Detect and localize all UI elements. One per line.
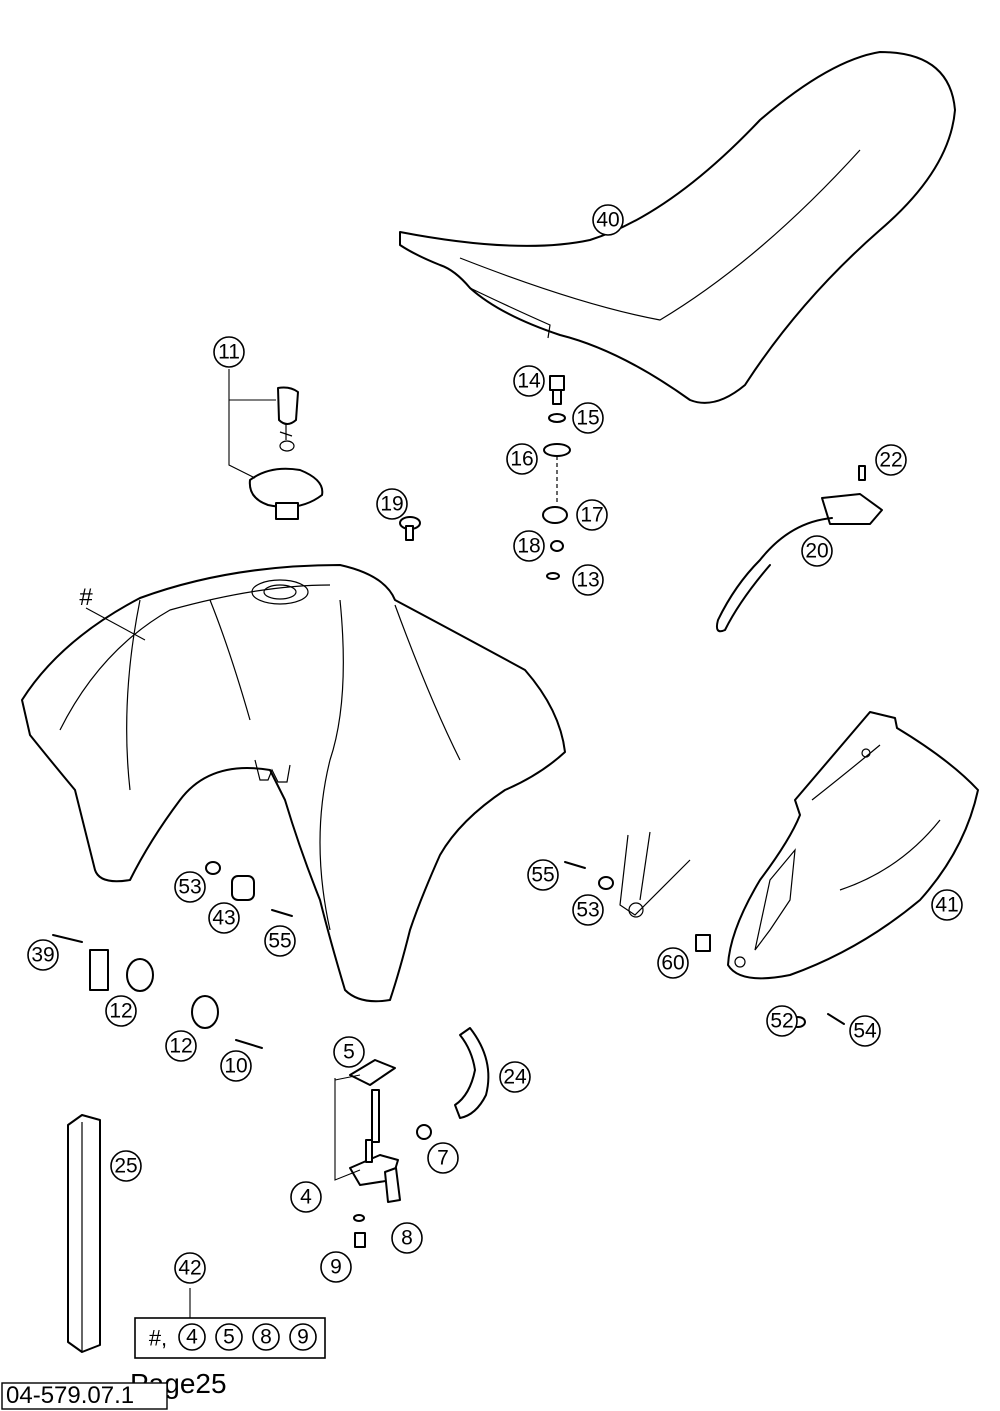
callout-17: 17 bbox=[576, 499, 608, 531]
callout-19: 19 bbox=[376, 488, 408, 520]
callout-25: 25 bbox=[110, 1150, 142, 1182]
callout-11: 11 bbox=[213, 336, 245, 368]
callout-5-label: 5 bbox=[343, 1041, 355, 1064]
drawing-number: 04-579.07.1 bbox=[6, 1382, 134, 1409]
callout-10: 10 bbox=[220, 1050, 252, 1082]
callout-40: 40 bbox=[592, 204, 624, 236]
callout-25-label: 25 bbox=[114, 1155, 137, 1178]
callout-19-label: 19 bbox=[380, 493, 403, 516]
callout-12-upper-label: 12 bbox=[109, 1000, 132, 1023]
callout-8-label: 8 bbox=[401, 1227, 413, 1250]
small-parts bbox=[52, 861, 845, 1049]
clip-part bbox=[399, 516, 421, 541]
callout-17-label: 17 bbox=[580, 504, 603, 527]
kit-item-8: 8 bbox=[252, 1323, 280, 1351]
rubber-strip-part bbox=[67, 1114, 101, 1353]
callout-53-left: 53 bbox=[174, 871, 206, 903]
callout-18-label: 18 bbox=[517, 535, 540, 558]
callout-41: 41 bbox=[931, 889, 963, 921]
callout-60-label: 60 bbox=[661, 952, 684, 975]
callout-18: 18 bbox=[513, 530, 545, 562]
callout-16-label: 16 bbox=[510, 448, 533, 471]
callout-42: 42 bbox=[174, 1252, 206, 1284]
callout-13-label: 13 bbox=[576, 569, 599, 592]
callout-7-label: 7 bbox=[437, 1147, 449, 1170]
callout-55-left: 55 bbox=[264, 925, 296, 957]
callout-4-label: 4 bbox=[300, 1186, 312, 1209]
side-cover-part bbox=[727, 711, 979, 980]
callout-12-lower: 12 bbox=[165, 1030, 197, 1062]
callout-39-label: 39 bbox=[31, 944, 54, 967]
callout-53-right-label: 53 bbox=[576, 899, 599, 922]
callout-14: 14 bbox=[513, 365, 545, 397]
callout-22: 22 bbox=[875, 444, 907, 476]
callout-9: 9 bbox=[320, 1251, 352, 1283]
kit-item-4: 4 bbox=[178, 1323, 206, 1351]
callout-7: 7 bbox=[427, 1142, 459, 1174]
callout-16: 16 bbox=[506, 443, 538, 475]
callout-10-label: 10 bbox=[224, 1055, 247, 1078]
callout-15-label: 15 bbox=[576, 407, 599, 430]
callout-43: 43 bbox=[208, 902, 240, 934]
callout-4: 4 bbox=[290, 1181, 322, 1213]
callout-24: 24 bbox=[499, 1061, 531, 1093]
drawing-number-box: 04-579.07.1 bbox=[1, 1382, 168, 1410]
callout-13: 13 bbox=[572, 564, 604, 596]
callout-54-label: 54 bbox=[853, 1020, 877, 1043]
kit-item-5-label: 5 bbox=[223, 1326, 235, 1349]
callout-20-label: 20 bbox=[805, 540, 828, 563]
callout-20: 20 bbox=[801, 535, 833, 567]
tank-hash-label: # bbox=[79, 584, 93, 611]
callout-40-label: 40 bbox=[596, 209, 619, 232]
callout-55-right-label: 55 bbox=[531, 864, 554, 887]
callout-9-label: 9 bbox=[330, 1256, 342, 1279]
filler-cap-part bbox=[248, 386, 324, 520]
callout-5: 5 bbox=[333, 1036, 365, 1068]
callout-8: 8 bbox=[391, 1222, 423, 1254]
callout-53-left-label: 53 bbox=[178, 876, 201, 899]
frame-fragment-part bbox=[619, 831, 691, 918]
kit-item-4-label: 4 bbox=[186, 1326, 198, 1349]
callout-53-right: 53 bbox=[572, 894, 604, 926]
callout-14-label: 14 bbox=[517, 370, 541, 393]
callout-24-label: 24 bbox=[503, 1066, 527, 1089]
kit-prefix: #, bbox=[149, 1326, 167, 1351]
callout-60: 60 bbox=[657, 947, 689, 979]
callout-52-label: 52 bbox=[770, 1010, 793, 1033]
callout-55-right: 55 bbox=[527, 859, 559, 891]
kit-item-8-label: 8 bbox=[260, 1326, 272, 1349]
callout-12-lower-label: 12 bbox=[169, 1035, 192, 1058]
kit-item-9: 9 bbox=[289, 1323, 317, 1351]
kit-item-9-label: 9 bbox=[297, 1326, 309, 1349]
kit-box: #, 4 5 8 9 bbox=[134, 1317, 326, 1359]
callout-54: 54 bbox=[849, 1015, 881, 1047]
callout-41-label: 41 bbox=[935, 894, 958, 917]
callout-55-left-label: 55 bbox=[268, 930, 291, 953]
fuel-tank-part bbox=[21, 564, 566, 1003]
callout-11-label: 11 bbox=[218, 341, 240, 364]
callout-42-label: 42 bbox=[178, 1257, 201, 1280]
callout-15: 15 bbox=[572, 402, 604, 434]
leader-lines bbox=[85, 369, 361, 1318]
callout-39: 39 bbox=[27, 939, 59, 971]
callout-43-label: 43 bbox=[212, 907, 235, 930]
callout-22-label: 22 bbox=[879, 449, 902, 472]
seat-lock-part bbox=[715, 465, 883, 633]
kit-item-5: 5 bbox=[215, 1323, 243, 1351]
fuel-tap-part bbox=[349, 1027, 490, 1248]
callout-12-upper: 12 bbox=[105, 995, 137, 1027]
callout-52: 52 bbox=[766, 1005, 798, 1037]
fastener-stack-part bbox=[542, 375, 571, 580]
seat-part bbox=[399, 51, 956, 404]
